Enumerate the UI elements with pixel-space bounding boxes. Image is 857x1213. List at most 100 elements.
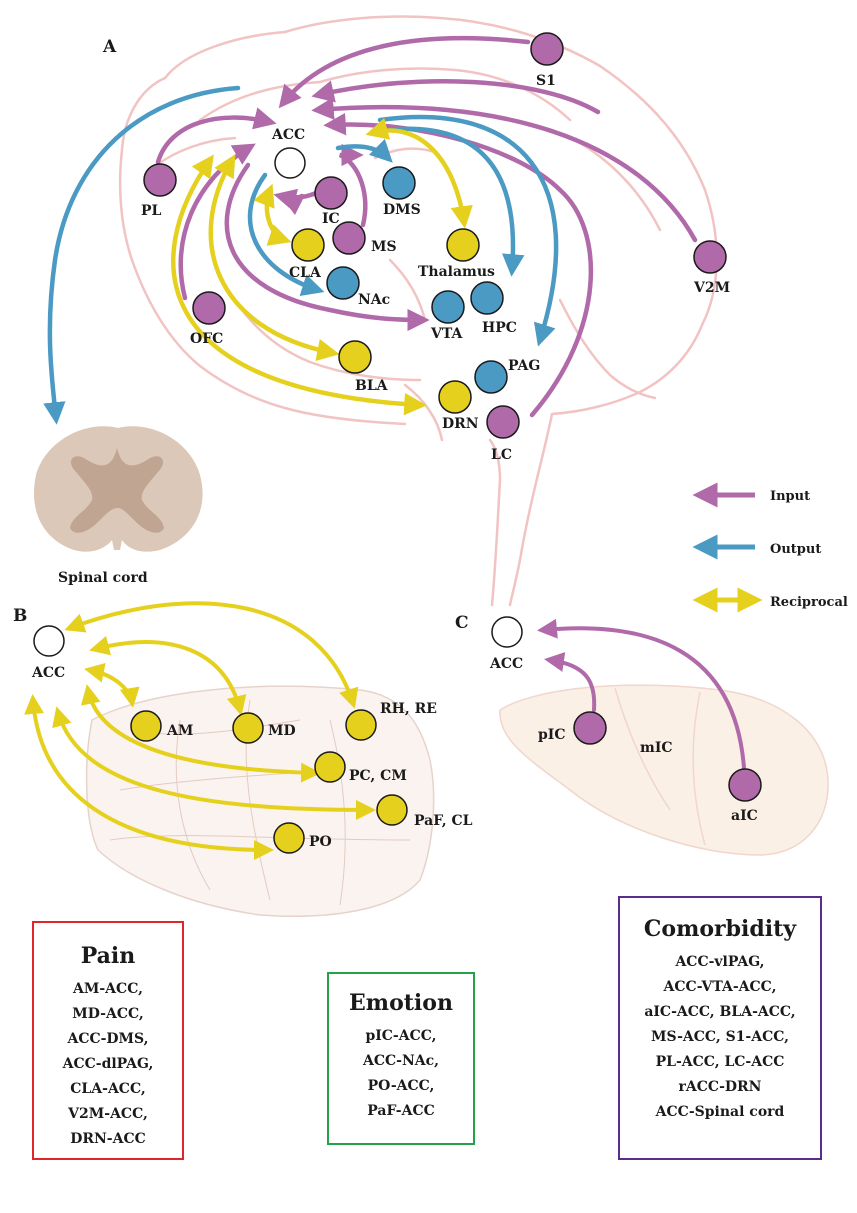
comorbidity-item: MS-ACC, S1-ACC, — [650, 1029, 790, 1045]
comorbidity-box: Comorbidity ACC-vlPAG, ACC-VTA-ACC, aIC-… — [618, 896, 822, 1160]
s1-to-acc-arrow — [278, 35, 531, 109]
label-b-acc: ACC — [31, 665, 65, 681]
legend: Input Output Reciprocal — [692, 482, 848, 613]
pain-item: ACC-dlPAG, — [62, 1056, 154, 1072]
ofc-to-acc-arrow — [178, 143, 256, 301]
label-v2m: V2M — [693, 280, 730, 296]
node-po — [273, 822, 305, 854]
pain-item: DRN-ACC — [70, 1131, 146, 1147]
label-c-acc: ACC — [489, 656, 523, 672]
acc-drn-reciprocal — [171, 154, 427, 416]
label-dms: DMS — [383, 202, 421, 218]
pain-item: ACC-DMS, — [67, 1031, 149, 1047]
legend-input-label: Input — [770, 489, 810, 504]
node-ms — [332, 221, 366, 255]
label-ms: MS — [371, 239, 397, 255]
label-ofc: OFC — [190, 331, 223, 347]
label-acc: ACC — [271, 127, 305, 143]
emotion-title: Emotion — [349, 990, 453, 1016]
comorbidity-item: aIC-ACC, BLA-ACC, — [644, 1004, 796, 1020]
node-thalamus — [446, 228, 480, 262]
panel-a-letter: A — [102, 37, 117, 57]
node-vta — [431, 290, 465, 324]
panel-b-nodes — [33, 625, 408, 854]
node-bla — [338, 340, 372, 374]
acc-po-reciprocal — [24, 694, 274, 860]
node-b-acc — [33, 625, 65, 657]
spinal-cord-cross-section: Spinal cord — [33, 426, 203, 586]
node-dms — [382, 166, 416, 200]
pain-title: Pain — [80, 943, 136, 969]
node-rh-re — [345, 709, 377, 741]
label-cla: CLA — [289, 265, 322, 281]
panel-b-letter: B — [13, 606, 27, 626]
label-hpc: HPC — [482, 320, 517, 336]
label-lc: LC — [491, 447, 512, 463]
acc-to-spinal-cord-arrow — [43, 85, 241, 425]
acc-to-pag-arrow — [377, 114, 559, 347]
emotion-item: ACC-NAc, — [362, 1053, 439, 1069]
panel-c-letter: C — [455, 613, 469, 633]
pl-to-acc-arrow — [155, 107, 277, 165]
emotion-box: Emotion pIC-ACC, ACC-NAc, PO-ACC, PaF-AC… — [327, 972, 475, 1145]
panel-a-labels: ACC S1 PL IC DMS MS CLA Thalamus NAc V2M… — [141, 73, 730, 463]
input-arrows — [155, 35, 698, 418]
emotion-item: PO-ACC, — [367, 1078, 435, 1094]
panel-b-arrows — [24, 601, 376, 860]
node-paf-cl — [376, 794, 408, 826]
panel-b-labels: ACC AM MD RH, RE PC, CM PaF, CL PO — [31, 665, 473, 850]
s1-to-acc-arrow-2 — [311, 79, 601, 115]
spinal-cord-label: Spinal cord — [58, 570, 148, 586]
panel-a: A Spinal cord — [33, 15, 730, 607]
pain-item: V2M-ACC, — [68, 1106, 148, 1122]
panel-c-arrows — [537, 618, 746, 770]
panel-b: B — [13, 601, 473, 917]
label-md: MD — [268, 723, 296, 739]
label-pc-cm: PC, CM — [349, 768, 407, 784]
label-pag: PAG — [508, 358, 540, 374]
label-thalamus: Thalamus — [418, 264, 495, 280]
label-vta: VTA — [430, 326, 464, 342]
reciprocal-arrows — [171, 118, 473, 416]
node-c-acc — [491, 616, 523, 648]
label-paf-cl: PaF, CL — [414, 813, 473, 829]
comorbidity-item: ACC-vlPAG, — [675, 954, 765, 970]
acc-rh-re-reciprocal — [64, 601, 359, 709]
acc-am-reciprocal — [84, 662, 140, 708]
legend-reciprocal-label: Reciprocal — [770, 595, 848, 610]
comorbidity-title: Comorbidity — [643, 916, 797, 942]
node-md — [232, 712, 264, 744]
panel-c-labels: ACC pIC mIC aIC — [489, 656, 758, 824]
label-bla: BLA — [355, 378, 389, 394]
emotion-item: pIC-ACC, — [365, 1028, 437, 1044]
node-cla — [291, 228, 325, 262]
legend-output-label: Output — [770, 542, 821, 557]
node-ofc — [192, 291, 226, 325]
label-rh-re: RH, RE — [380, 701, 437, 717]
comorbidity-item: rACC-DRN — [678, 1079, 762, 1095]
panel-c-nodes — [491, 616, 762, 802]
aic-to-acc-arrow — [537, 618, 746, 770]
panel-a-nodes — [143, 32, 727, 439]
node-pc-cm — [314, 751, 346, 783]
label-pl: PL — [141, 203, 162, 219]
node-s1 — [530, 32, 564, 66]
node-hpc — [470, 281, 504, 315]
comorbidity-item: ACC-VTA-ACC, — [663, 979, 777, 995]
v2m-to-acc-arrow — [311, 97, 698, 243]
node-pl — [143, 163, 177, 197]
node-nac — [326, 266, 360, 300]
pain-box: Pain AM-ACC, MD-ACC, ACC-DMS, ACC-dlPAG,… — [32, 921, 184, 1160]
node-lc — [486, 405, 520, 439]
label-po: PO — [309, 834, 332, 850]
node-ic — [314, 176, 348, 210]
pain-item: CLA-ACC, — [70, 1081, 146, 1097]
label-nac: NAc — [358, 292, 390, 308]
label-s1: S1 — [536, 73, 556, 89]
acc-thalamus-reciprocal — [365, 118, 473, 229]
node-v2m — [693, 240, 727, 274]
label-ic: IC — [322, 211, 340, 227]
pain-item: MD-ACC, — [72, 1006, 144, 1022]
node-aic — [728, 768, 762, 802]
